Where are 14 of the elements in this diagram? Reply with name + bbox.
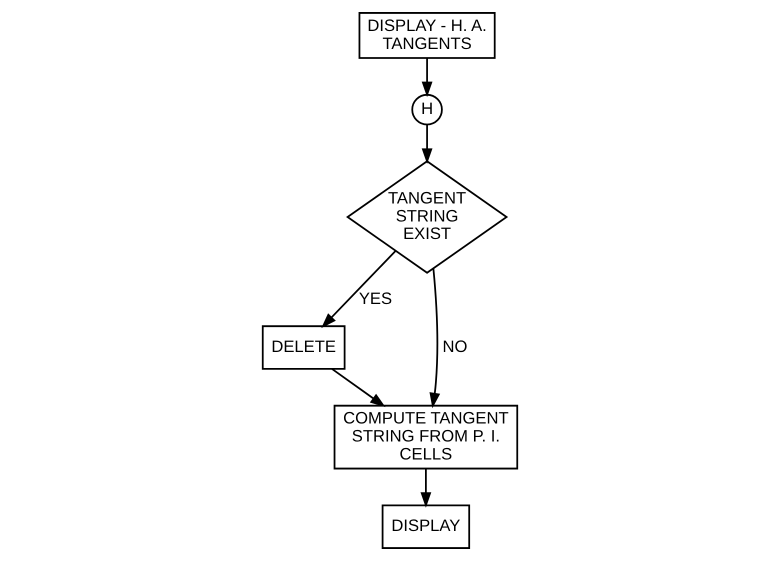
node-box: DISPLAY - H. A. TANGENTS [358, 12, 496, 59]
node-diamond: TANGENT STRING EXIST [346, 160, 508, 274]
edge-label: YES [358, 288, 392, 308]
arrow [420, 468, 431, 508]
arrow [331, 368, 386, 408]
node-circle: H [410, 94, 442, 126]
arrow [421, 58, 432, 98]
node-box: DELETE [261, 325, 345, 370]
edge-label: NO [442, 336, 467, 356]
arrow [428, 268, 440, 408]
arrow [320, 250, 396, 328]
node-box: COMPUTE TANGENT STRING FROM P. I. CELLS [333, 404, 518, 470]
node-box: DISPLAY [381, 504, 470, 549]
arrow [421, 124, 432, 164]
